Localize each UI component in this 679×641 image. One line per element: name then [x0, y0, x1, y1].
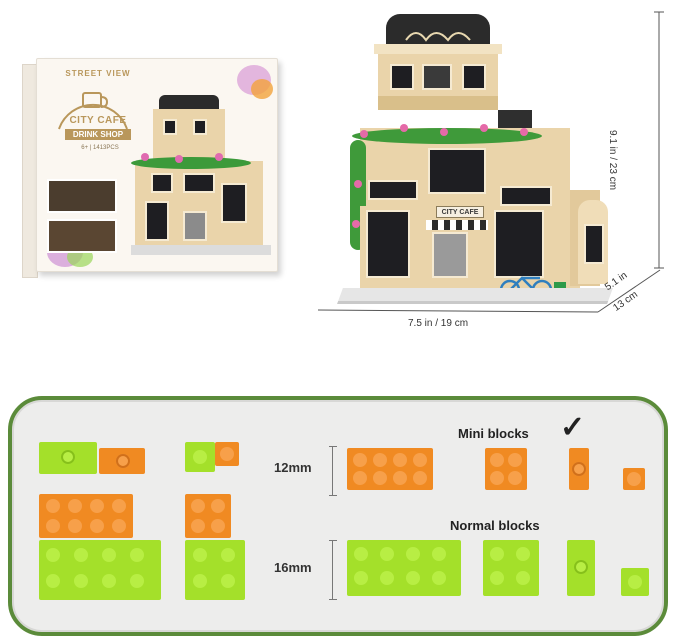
- box-thumbnail-2: [47, 219, 117, 253]
- check-mark-icon: ✓: [560, 411, 586, 444]
- badge-subtitle-text: DRINK SHOP: [65, 129, 131, 140]
- size-label-12mm: 12mm: [274, 460, 312, 475]
- box-building-illustration: [131, 87, 271, 257]
- height-dimension-label: 9.1 in / 23 cm: [607, 130, 618, 191]
- size-bracket-16mm: [329, 540, 338, 600]
- normal-blocks-heading: Normal blocks: [450, 518, 540, 533]
- box-thumbnail-1: [47, 179, 117, 213]
- block-size-comparison-panel: 12mm 16mm Mini blocks ✓ Normal blocks: [8, 396, 668, 636]
- mini-blocks-heading: Mini blocks: [458, 426, 529, 441]
- size-label-16mm: 16mm: [274, 560, 312, 575]
- badge-meta-text: 6+ | 1413PCS: [81, 145, 119, 151]
- lime-brick-2x2-normal: [185, 540, 245, 600]
- product-box-image: STREET VIEW CITY CAFE DRINK SHOP 6+ | 14…: [22, 58, 278, 286]
- box-front-panel: STREET VIEW CITY CAFE DRINK SHOP 6+ | 14…: [36, 58, 278, 272]
- cafe-sign: CITY CAFE: [436, 206, 484, 218]
- badge-title-text: CITY CAFE: [69, 115, 127, 126]
- box-logo-badge: STREET VIEW CITY CAFE DRINK SHOP 6+ | 14…: [45, 69, 141, 165]
- size-bracket-12mm: [329, 446, 338, 496]
- width-dimension-label: 7.5 in / 19 cm: [408, 318, 469, 329]
- dimension-lines: [317, 11, 664, 313]
- badge-script-text: STREET VIEW: [65, 69, 131, 78]
- cafe-building-model: CITY CAFE: [337, 10, 630, 310]
